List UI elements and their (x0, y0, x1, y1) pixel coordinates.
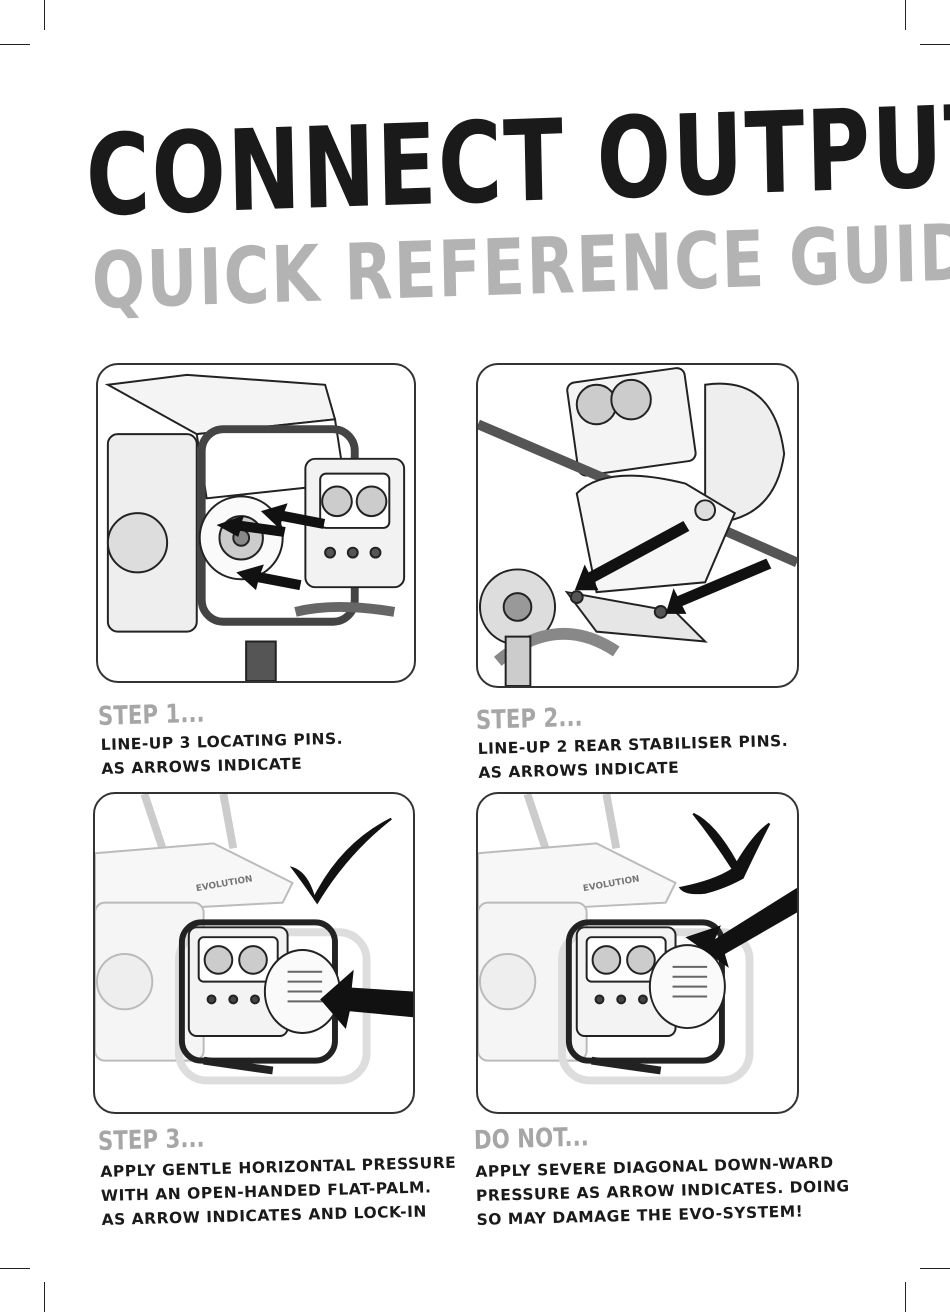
arrow-icon (574, 521, 772, 614)
crop-mark (0, 44, 30, 45)
step-3-heading: STEP 3... (97, 1123, 205, 1157)
arrow-icon (216, 503, 326, 591)
step-2-illustration (476, 363, 799, 688)
crop-mark (0, 1268, 30, 1269)
cross-mark-icon (678, 812, 771, 895)
check-mark-icon (289, 817, 392, 905)
crop-mark (905, 1282, 906, 1312)
arrow-icon (320, 969, 413, 1030)
step-1-text: LINE-UP 3 LOCATING PINS. AS ARROWS INDIC… (100, 727, 344, 781)
crop-mark (905, 0, 906, 30)
do-not-text: APPLY SEVERE DIAGONAL DOWN-WARD PRESSURE… (475, 1150, 851, 1232)
page-subtitle: QUICK REFERENCE GUIDE (91, 206, 950, 327)
step-2-heading: STEP 2... (475, 702, 583, 736)
arrow-icon (685, 887, 797, 968)
step-3-text: APPLY GENTLE HORIZONTAL PRESSURE WITH AN… (100, 1151, 458, 1232)
crop-mark (920, 44, 950, 45)
crop-mark (44, 1282, 45, 1312)
step-1-heading: STEP 1... (97, 698, 205, 732)
do-not-illustration: EVOLUTION (476, 792, 799, 1114)
step-1-line-2: AS ARROWS INDICATE (101, 754, 303, 778)
crop-mark (920, 1268, 950, 1269)
step-3-illustration: EVOLUTION (93, 792, 415, 1114)
crop-mark (44, 0, 45, 30)
step-2-text: LINE-UP 2 REAR STABILISER PINS. AS ARROW… (477, 729, 789, 785)
step-1-illustration (96, 363, 416, 683)
do-not-heading: DO NOT... (473, 1122, 590, 1156)
